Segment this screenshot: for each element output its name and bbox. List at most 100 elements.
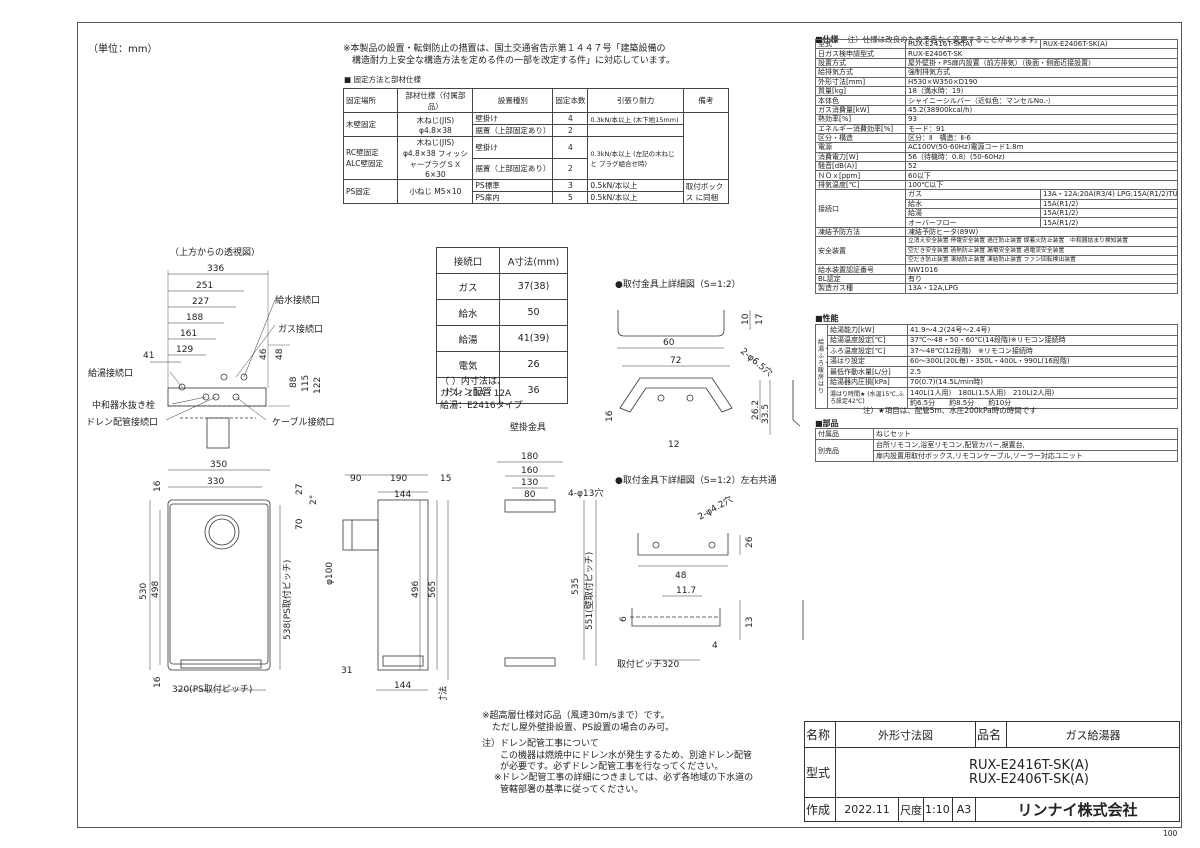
tv-dim-46: 46 (259, 348, 269, 360)
fix-h5: 備考 (682, 88, 730, 113)
spec-cell: ガス消費量[kW] (815, 104, 906, 116)
spec-cell: 18（満水時：19） (905, 85, 1178, 97)
spec-cell: 排気温度[℃] (815, 179, 906, 191)
perf-cell: 湯はり設定 (827, 355, 908, 367)
ud-dim-72: 72 (670, 356, 681, 366)
spec-row: 本体色シャイニーシルバー（近似色：マンセルNo.-） (815, 95, 1178, 106)
tb-model-2: RUX-E2406T-SK(A) (968, 771, 1089, 787)
bracket-top (504, 499, 556, 513)
spec-cell: 接続口 (815, 189, 906, 228)
spec-cell: 給湯 (905, 208, 1041, 219)
spec-row: ＮＯｘ[ppm]60以下 (815, 170, 1178, 181)
perf-cell: 給湯能力[kW] (827, 324, 908, 336)
spec-cell: 日ガス検申請型式 (815, 48, 906, 59)
adim-r3c0: 電気 (435, 351, 501, 378)
fix-r5c4: 0.5kN/本以上 (587, 191, 684, 204)
sv-dim-190: 190 (390, 474, 407, 484)
spec-row: 外形寸法[mm]H530×W350×D190 (815, 76, 1178, 87)
tb-model-1: RUX-E2416T-SK(A) (968, 757, 1089, 773)
sv-dim-31: 31 (341, 666, 352, 676)
perf-caption: ■性能 (815, 314, 839, 323)
fix-h0: 固定場所 (342, 88, 399, 113)
top-view-flue (206, 417, 230, 449)
spec-cell: 給排気方式 (815, 67, 906, 78)
ud-dim-17: 17 (755, 314, 765, 325)
bracket-bottom (504, 657, 556, 667)
adim-note-3: 給湯：E2416タイプ (440, 401, 523, 411)
fv-dim-16b: 16 (153, 676, 163, 688)
spec-row: 排気温度[℃]100℃以下 (815, 179, 1178, 191)
note-bottom-4: この機器は燃焼中にドレン水が発生するため、別途ドレン配管 (500, 751, 753, 761)
tb-scale: 1:10 (923, 797, 953, 822)
note-bottom-3: 注）ドレン配管工事について (482, 739, 599, 749)
sv-dim-15: 15 (440, 474, 451, 484)
spec-cell: 消費電力[W] (815, 151, 906, 163)
ld-dim-4: 4 (712, 641, 718, 651)
perf-cell: 41.9～4.2(24号～2.4号) (907, 324, 1178, 336)
spec-cell: 給水装置認証番号 (815, 264, 906, 275)
parts-table: 付属品ねじセット 別売品台所リモコン,浴室リモコン,配管カバー,据置台, 扉内設… (815, 428, 1178, 462)
spec-row: 騒音[dB(A)]52 (815, 161, 1178, 172)
tv-dim-129: 129 (176, 345, 193, 355)
tv-label-hot-out: 給湯接続口 (88, 367, 133, 379)
ud-dim-10: 10 (741, 313, 751, 325)
fv-dim-330: 330 (207, 477, 224, 487)
spec-cell: RUX-E2416T-SK(A) (905, 38, 1041, 50)
lower-bracket-shape (637, 533, 729, 556)
spec-cell: オーバーフロー (905, 217, 1041, 228)
tv-label-drain-plug: 中和器水抜き栓 (92, 399, 155, 411)
ld-dim-11-7: 11.7 (676, 586, 696, 596)
fv-dim-498: 498 (151, 581, 161, 598)
top-view-caption: （上方からの透視図） (170, 246, 260, 258)
fix-r0c0: 木壁固定 (342, 112, 399, 137)
tv-dim-115: 115 (301, 375, 311, 392)
perf-cell: 2.5 (907, 366, 1178, 378)
sv-dim-2deg: 2° (309, 495, 319, 505)
perf-cell: 70(0.7)(14.5L/min時) (907, 376, 1178, 388)
ld-dim-26: 26 (745, 536, 755, 548)
tb-product-label: 品名 (975, 721, 1007, 748)
fv-dim-538: 538(PS取付ピッチ) (282, 560, 293, 640)
parts-caption: ■部品 (815, 419, 839, 428)
spec-row: BL認定有り (815, 273, 1178, 285)
spec-cell: 100℃以下 (905, 179, 1178, 191)
perf-table: 給湯・ふろ・暖房はり給湯能力[kW]41.9～4.2(24号～2.4号)給湯温度… (815, 324, 1178, 409)
ud-dim-33-5: 33.5 (761, 404, 771, 424)
fix-r0c5 (682, 112, 730, 180)
spec-cell: 凍結予防方法 (815, 226, 906, 238)
fixing-caption: ■ 固定方法と部材仕様 (344, 75, 421, 84)
br-dim-180: 180 (521, 452, 538, 462)
tv-dim-41: 41 (143, 351, 154, 361)
spec-cell: 電源 (815, 142, 906, 153)
tb-made-label: 作成 (804, 797, 836, 822)
tv-dim-161: 161 (180, 329, 197, 339)
br-dim-535: 535 (571, 578, 581, 595)
perf-row: 約6.5分 約8.5分 約10分 (816, 397, 1178, 409)
spec-cell: エネルギー消費効率[%] (815, 123, 906, 134)
ld-dim-6: 6 (619, 616, 629, 622)
spec-cell: 13A・12A:20A(R3/4) LPG:15A(R1/2)TU接続可 (1040, 189, 1178, 200)
spec-cell: 型式 (815, 38, 906, 50)
spec-cell: ガス (905, 189, 1041, 200)
note-bottom-2: ただし屋外壁掛設置、PS設置の場合のみ可。 (492, 723, 675, 733)
spec-cell: 立消え安全装置 停電安全装置 過圧防止装置 誤着火防止装置 中和器詰まり検知装置 (905, 236, 1178, 247)
fv-dim-350: 350 (210, 460, 227, 470)
spec-cell: シャイニーシルバー（近似色：マンセルNo.-） (905, 95, 1178, 106)
tv-dim-122: 122 (313, 377, 323, 394)
front-view-body (167, 499, 271, 671)
perf-footnote: 注）★項目は、配管5m、水圧200kPa時の時間です (863, 406, 1037, 415)
upper-bracket-shape (617, 310, 725, 337)
spec-row: エネルギー消費効率[%]モード：91 (815, 123, 1178, 134)
parts-r1c1: 台所リモコン,浴室リモコン,配管カバー,据置台, (873, 439, 1178, 451)
perf-cell: 最低作動水量[L/分] (827, 366, 908, 378)
br-dim-holes: 4-φ13穴 (568, 487, 603, 499)
ud-dim-16: 16 (605, 410, 615, 422)
spec-cell: 区分・構造 (815, 132, 906, 144)
fv-dim-530: 530 (139, 583, 149, 600)
spec-cell: 安全装置 (815, 236, 906, 266)
br-dim-551: 551(壁取付ピッチ) (583, 552, 595, 630)
sv-dim-70: 70 (295, 518, 305, 530)
spec-cell: 屋外壁掛・PS扉内設置（前方排気）（後面・側面近接設置） (905, 57, 1178, 69)
